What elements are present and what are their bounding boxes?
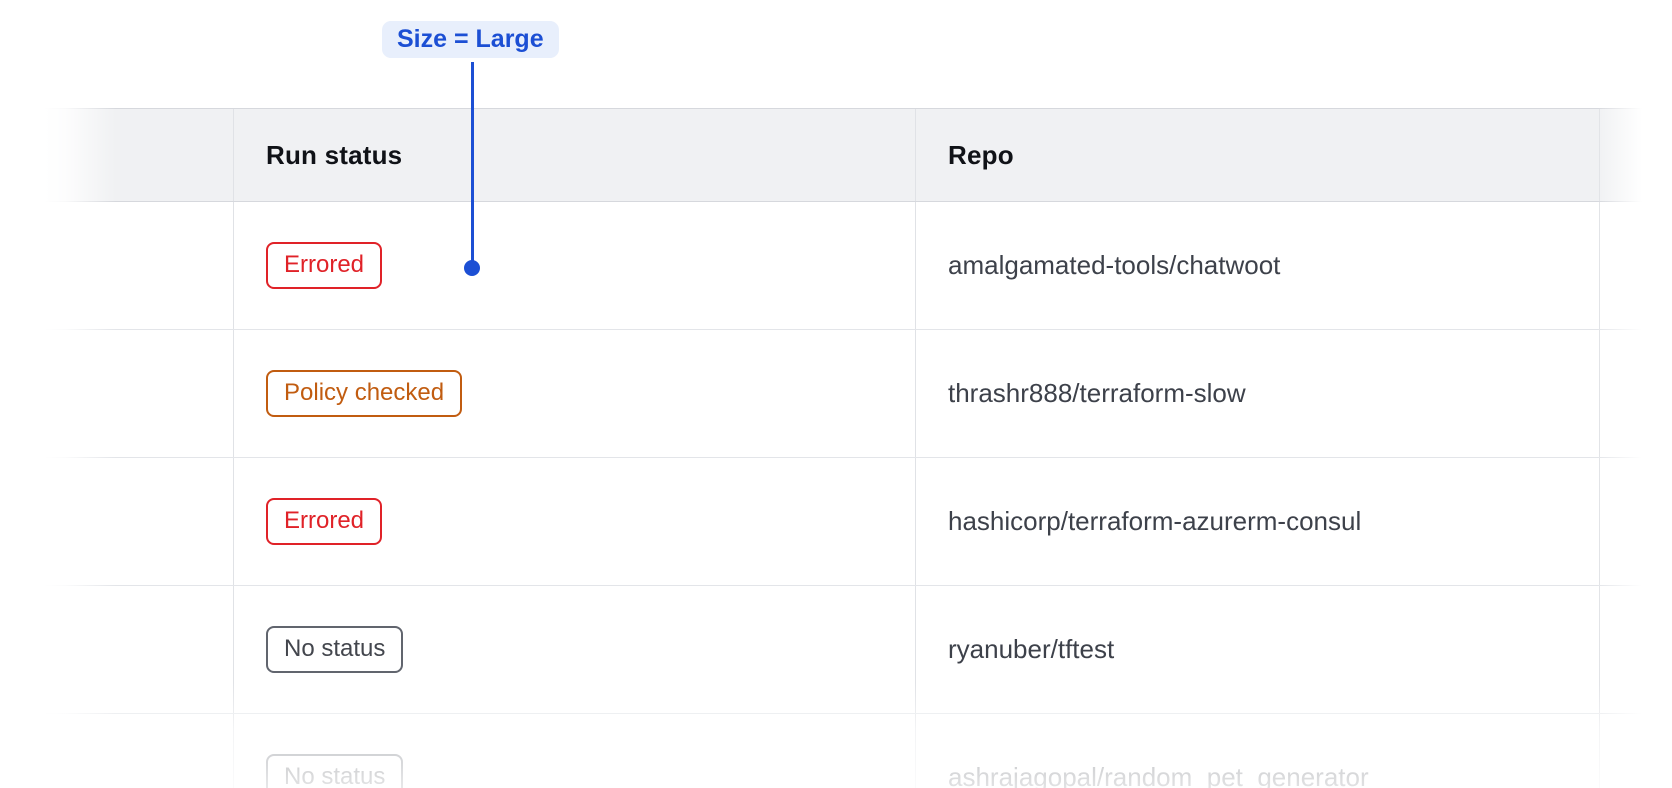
run-status-cell: Policy checked bbox=[233, 330, 915, 457]
table-row[interactable]: Policy checked thrashr888/terraform-slow bbox=[45, 330, 1672, 458]
size-annotation-pill: Size = Large bbox=[382, 21, 559, 58]
repo-cell: thrashr888/terraform-slow bbox=[915, 330, 1599, 457]
run-status-badge: Errored bbox=[266, 242, 383, 289]
repo-name: amalgamated-tools/chatwoot bbox=[948, 250, 1281, 280]
cropped-cell bbox=[1599, 202, 1672, 329]
column-header-run-status: Run status bbox=[233, 109, 915, 201]
cropped-cell bbox=[1599, 458, 1672, 585]
repo-cell: ryanuber/tftest bbox=[915, 586, 1599, 713]
repo-name: ashrajagopal/random_pet_generator bbox=[948, 762, 1369, 788]
repo-name: thrashr888/terraform-slow bbox=[948, 378, 1246, 408]
run-status-badge: No status bbox=[266, 626, 404, 673]
repo-cell: hashicorp/terraform-azurerm-consul bbox=[915, 458, 1599, 585]
column-header-repo: Repo bbox=[915, 109, 1599, 201]
table-row[interactable]: Errored hashicorp/terraform-azurerm-cons… bbox=[45, 458, 1672, 586]
table-header-row: Run status Repo bbox=[45, 108, 1672, 202]
table-row[interactable]: No status ryanuber/tftest bbox=[45, 586, 1672, 714]
run-status-badge: Policy checked bbox=[266, 370, 463, 417]
column-header-blank bbox=[45, 109, 233, 201]
cropped-cell bbox=[1599, 586, 1672, 713]
row-leading-cell bbox=[45, 330, 233, 457]
run-status-badge: Errored bbox=[266, 498, 383, 545]
column-header-cropped bbox=[1599, 109, 1672, 201]
row-leading-cell bbox=[45, 714, 233, 788]
run-status-cell: No status bbox=[233, 714, 915, 788]
annotation-connector-dot bbox=[464, 260, 480, 276]
repo-cell: ashrajagopal/random_pet_generator bbox=[915, 714, 1599, 788]
annotation-connector-line bbox=[471, 62, 474, 262]
run-status-badge: No status bbox=[266, 754, 404, 788]
repo-name: ryanuber/tftest bbox=[948, 634, 1115, 664]
row-leading-cell bbox=[45, 458, 233, 585]
cropped-cell bbox=[1599, 330, 1672, 457]
run-status-cell: Errored bbox=[233, 202, 915, 329]
repo-name: hashicorp/terraform-azurerm-consul bbox=[948, 506, 1362, 536]
cropped-cell bbox=[1599, 714, 1672, 788]
run-status-cell: No status bbox=[233, 586, 915, 713]
run-status-cell: Errored bbox=[233, 458, 915, 585]
table-row[interactable]: Errored amalgamated-tools/chatwoot bbox=[45, 202, 1672, 330]
row-leading-cell bbox=[45, 202, 233, 329]
table-row[interactable]: No status ashrajagopal/random_pet_genera… bbox=[45, 714, 1672, 788]
row-leading-cell bbox=[45, 586, 233, 713]
repo-cell: amalgamated-tools/chatwoot bbox=[915, 202, 1599, 329]
workspaces-table: Run status Repo Errored amalgamated-tool… bbox=[45, 108, 1672, 788]
